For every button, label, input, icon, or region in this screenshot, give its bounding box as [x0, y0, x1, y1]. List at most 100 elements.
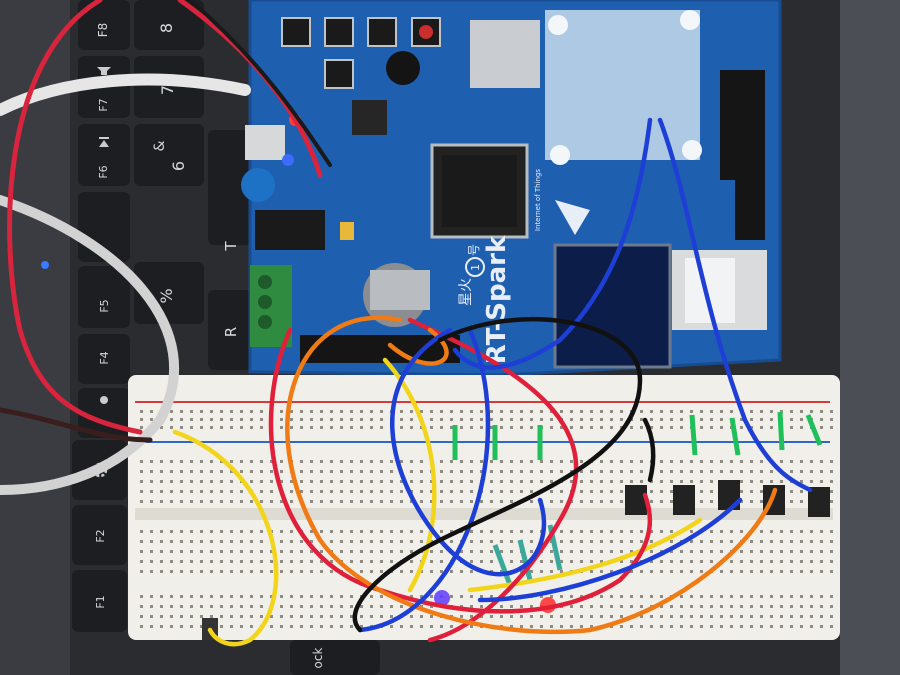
breadboard-hole: [440, 500, 443, 503]
breadboard-hole: [640, 418, 643, 421]
keyboard: F8 8 F7 7 F6 & 6 F5 % F4 T R: [41, 0, 380, 675]
breadboard-hole: [240, 470, 243, 473]
breadboard-hole: [190, 625, 193, 628]
breadboard-hole: [580, 500, 583, 503]
breadboard-hole: [700, 470, 703, 473]
breadboard-hole: [360, 426, 363, 429]
breadboard-hole: [500, 480, 503, 483]
breadboard-hole: [630, 460, 633, 463]
breadboard-hole: [140, 605, 143, 608]
breadboard-hole: [410, 470, 413, 473]
wire-blue: [357, 327, 491, 633]
breadboard-hole: [580, 550, 583, 553]
breadboard-hole: [430, 625, 433, 628]
breadboard-hole: [290, 615, 293, 618]
breadboard-hole: [190, 605, 193, 608]
breadboard-hole: [500, 410, 503, 413]
breadboard-hole: [420, 615, 423, 618]
breadboard-hole: [700, 460, 703, 463]
breadboard-hole: [560, 470, 563, 473]
breadboard-hole: [710, 418, 713, 421]
breadboard-hole: [450, 480, 453, 483]
breadboard-hole: [400, 490, 403, 493]
breadboard-hole: [700, 570, 703, 573]
breadboard-hole: [210, 570, 213, 573]
breadboard-hole: [700, 615, 703, 618]
breadboard-hole: [330, 470, 333, 473]
breadboard-hole: [340, 426, 343, 429]
breadboard-hole: [660, 470, 663, 473]
breadboard-hole: [250, 540, 253, 543]
breadboard-hole: [230, 540, 233, 543]
breadboard-hole: [460, 550, 463, 553]
breadboard-hole: [140, 470, 143, 473]
breadboard-hole: [550, 418, 553, 421]
breadboard-hole: [450, 625, 453, 628]
breadboard-hole: [400, 605, 403, 608]
breadboard-hole: [740, 418, 743, 421]
breadboard-hole: [720, 540, 723, 543]
key-6-label: 6: [169, 161, 188, 171]
breadboard-hole: [550, 470, 553, 473]
breadboard-hole: [330, 490, 333, 493]
breadboard-hole: [180, 605, 183, 608]
breadboard-hole: [420, 490, 423, 493]
breadboard-hole: [180, 410, 183, 413]
breadboard-hole: [620, 460, 623, 463]
breadboard-hole: [190, 426, 193, 429]
breadboard-hole: [800, 480, 803, 483]
breadboard-hole: [160, 530, 163, 533]
breadboard-hole: [680, 418, 683, 421]
breadboard-hole: [230, 605, 233, 608]
breadboard-hole: [750, 480, 753, 483]
breadboard-hole: [710, 470, 713, 473]
breadboard-hole: [550, 560, 553, 563]
breadboard-hole: [470, 418, 473, 421]
breadboard-hole: [780, 480, 783, 483]
breadboard-hole: [720, 460, 723, 463]
breadboard-hole: [280, 530, 283, 533]
breadboard-hole: [260, 560, 263, 563]
breadboard-hole: [160, 500, 163, 503]
breadboard-hole: [230, 426, 233, 429]
breadboard-hole: [330, 418, 333, 421]
breadboard-hole: [470, 540, 473, 543]
breadboard-hole: [450, 500, 453, 503]
key-f1: [72, 570, 127, 632]
breadboard-hole: [460, 615, 463, 618]
breadboard-hole: [580, 470, 583, 473]
jumper-green: [777, 411, 785, 451]
breadboard-hole: [150, 460, 153, 463]
breadboard-hole: [150, 615, 153, 618]
breadboard-hole: [320, 625, 323, 628]
breadboard-hole: [150, 605, 153, 608]
breadboard-hole: [560, 595, 563, 598]
breadboard-hole: [500, 570, 503, 573]
breadboard-hole: [230, 550, 233, 553]
breadboard-hole: [800, 418, 803, 421]
breadboard-hole: [280, 480, 283, 483]
breadboard-hole: [230, 418, 233, 421]
breadboard-hole: [810, 460, 813, 463]
breadboard-hole: [520, 426, 523, 429]
breadboard-hole: [650, 615, 653, 618]
breadboard-hole: [670, 530, 673, 533]
breadboard-hole: [610, 605, 613, 608]
breadboard-hole: [590, 470, 593, 473]
breadboard-hole: [630, 560, 633, 563]
breadboard-hole: [570, 426, 573, 429]
breadboard-hole: [600, 560, 603, 563]
breadboard-hole: [200, 595, 203, 598]
breadboard-hole: [420, 500, 423, 503]
breadboard-hole: [640, 605, 643, 608]
breadboard-hole: [450, 570, 453, 573]
breadboard-hole: [440, 426, 443, 429]
breadboard-hole: [730, 615, 733, 618]
breadboard-hole: [750, 595, 753, 598]
breadboard-hole: [590, 490, 593, 493]
breadboard-hole: [530, 410, 533, 413]
breadboard-hole: [660, 410, 663, 413]
red-cable: [7, 0, 143, 435]
breadboard-hole: [830, 418, 833, 421]
breadboard-hole: [350, 550, 353, 553]
